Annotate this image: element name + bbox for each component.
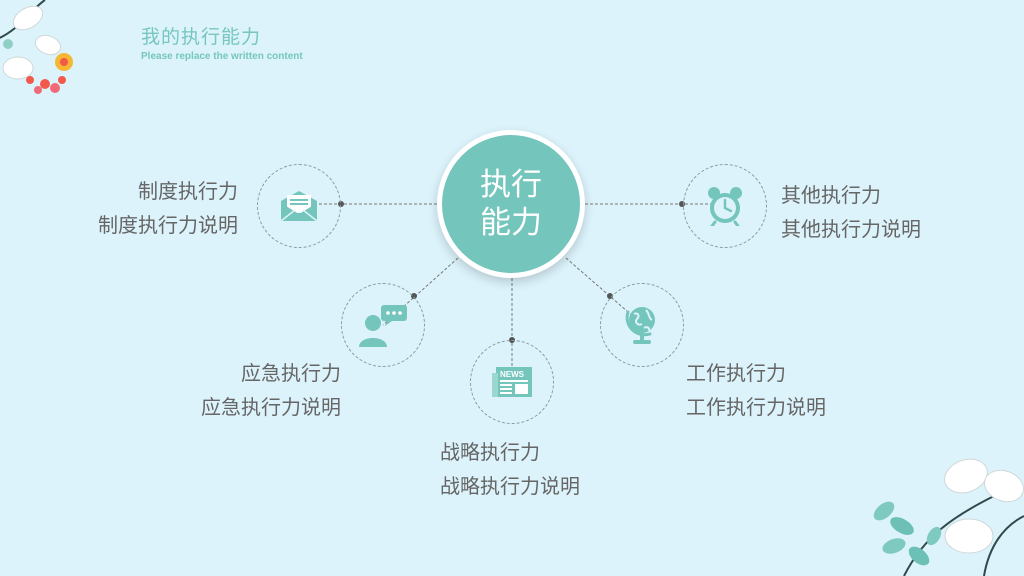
flower-decoration-top-left <box>0 0 73 94</box>
envelope-icon <box>280 191 318 222</box>
globe-icon <box>625 307 655 344</box>
node-emergency-title: 应急执行力 <box>241 361 341 385</box>
node-strategy-desc: 战略执行力说明 <box>440 474 580 498</box>
node-system-title: 制度执行力 <box>138 179 238 203</box>
label-strategy: 战略执行力 战略执行力说明 <box>440 435 580 503</box>
center-hub: 执行 能力 <box>437 130 585 278</box>
label-emergency: 应急执行力 应急执行力说明 <box>201 356 341 424</box>
page-subtitle: Please replace the written content <box>141 51 303 62</box>
node-strategy: NEWS <box>470 340 554 424</box>
node-other-title: 其他执行力 <box>781 183 881 207</box>
person-chat-icon <box>359 305 407 347</box>
node-other <box>683 164 767 248</box>
newspaper-icon: NEWS <box>492 367 532 397</box>
flower-decoration-bottom-right <box>873 458 1024 576</box>
alarm-clock-icon <box>708 187 742 226</box>
center-label-line1: 执行 <box>480 167 542 203</box>
node-strategy-title: 战略执行力 <box>440 440 540 464</box>
label-other: 其他执行力 其他执行力说明 <box>781 178 921 246</box>
node-other-desc: 其他执行力说明 <box>781 217 921 241</box>
label-work: 工作执行力 工作执行力说明 <box>686 356 826 424</box>
node-work-desc: 工作执行力说明 <box>686 395 826 419</box>
node-work <box>600 283 684 367</box>
center-label-line2: 能力 <box>480 205 542 241</box>
node-system-desc: 制度执行力说明 <box>98 213 238 237</box>
newspaper-icon-text: NEWS <box>500 370 525 379</box>
node-emergency <box>341 283 425 367</box>
node-emergency-desc: 应急执行力说明 <box>201 395 341 419</box>
label-system: 制度执行力 制度执行力说明 <box>98 174 238 242</box>
page-title: 我的执行能力 <box>141 26 262 48</box>
node-system <box>257 164 341 248</box>
node-work-title: 工作执行力 <box>686 361 786 385</box>
